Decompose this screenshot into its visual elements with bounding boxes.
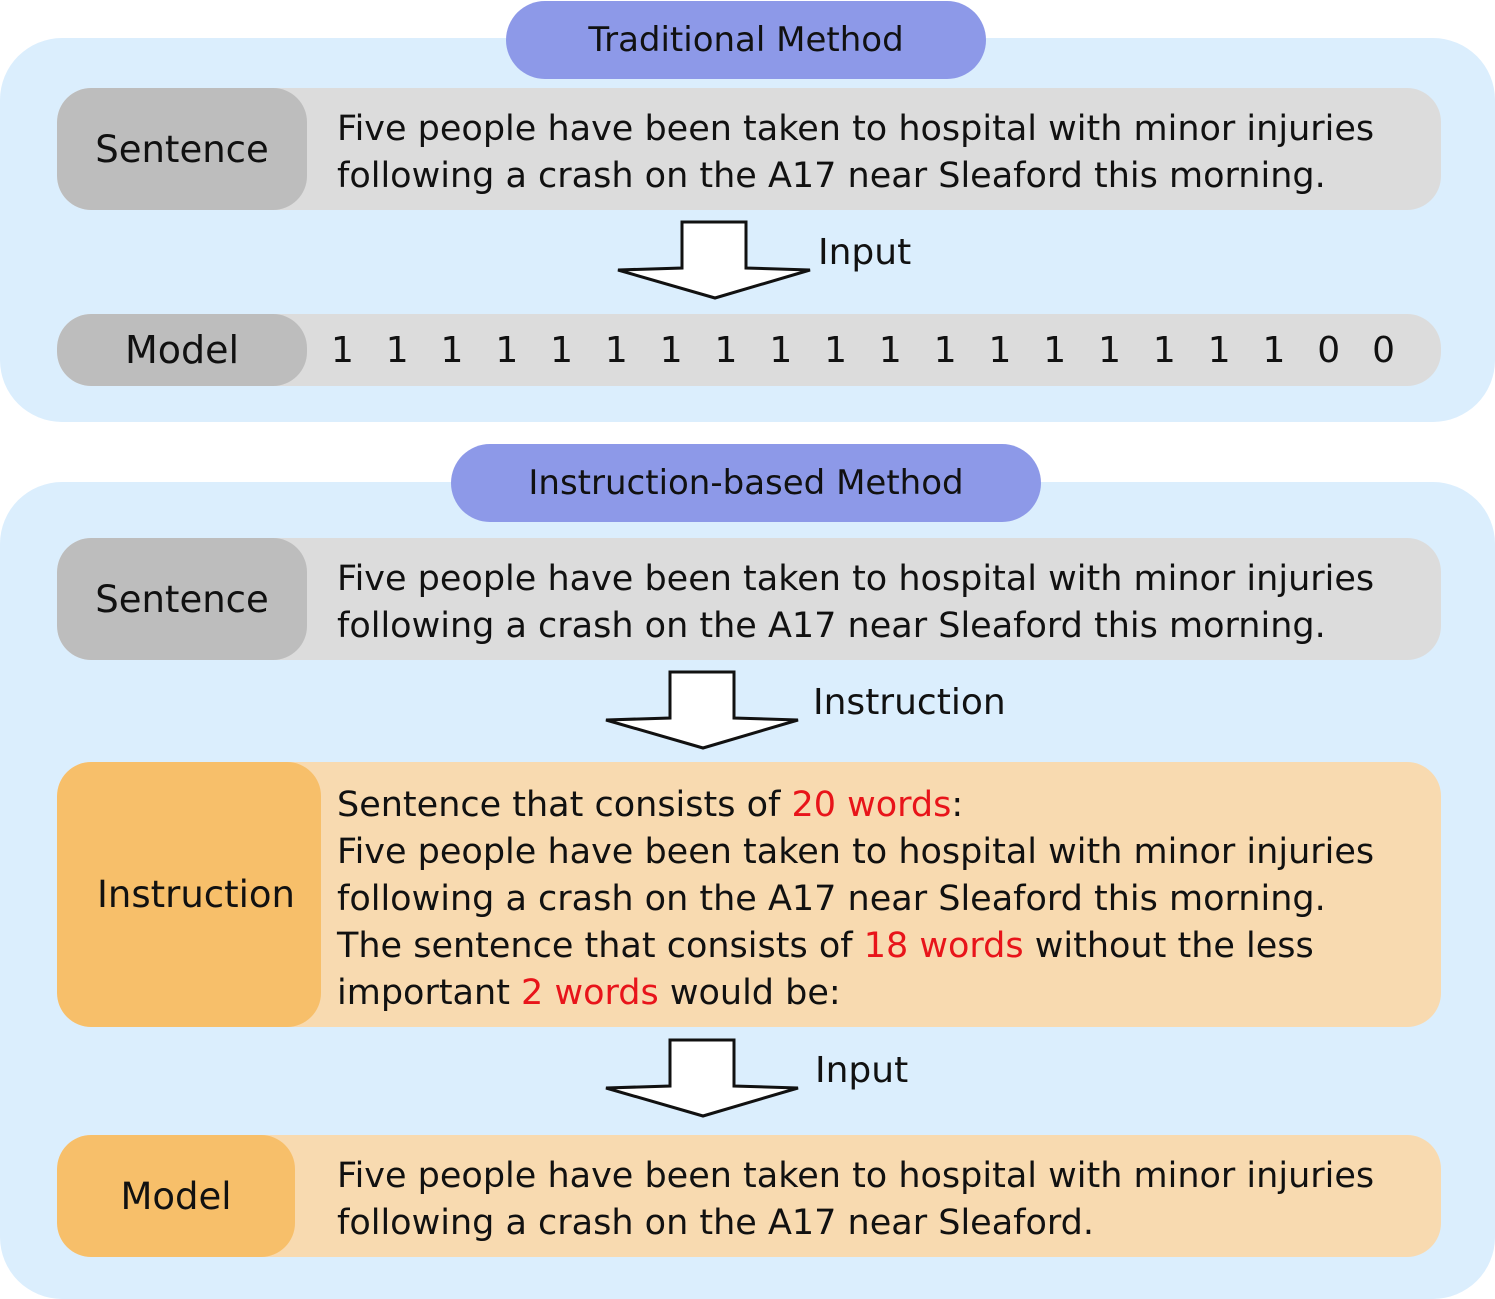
instruction-model-row: Model Five people have been taken to hos… (57, 1135, 1441, 1257)
instruction-prompt-row: Instruction Sentence that consists of 20… (57, 762, 1441, 1027)
bit-label: 1 (878, 329, 902, 371)
bit-label: 1 (769, 329, 793, 371)
model-tag: Model (57, 314, 307, 386)
instruction-sentence-row: Sentence Five people have been taken to … (57, 538, 1441, 660)
bit-label: 1 (440, 329, 464, 371)
bit-label: 1 (659, 329, 683, 371)
removed-word-count: 2 words (521, 973, 659, 1013)
sentence-text: Five people have been taken to hospital … (337, 559, 1375, 646)
bit-label: 1 (604, 329, 628, 371)
instruction-tag: Instruction (57, 762, 321, 1027)
bit-label: 1 (714, 329, 738, 371)
source-word-count: 20 words (791, 785, 952, 825)
traditional-sentence-row: Sentence Five people have been taken to … (57, 88, 1441, 210)
instruction-method-title: Instruction-based Method (451, 444, 1041, 522)
bit-label: 1 (824, 329, 848, 371)
traditional-method-title: Traditional Method (506, 1, 986, 79)
input-arrow-label: Input (815, 1050, 909, 1091)
bit-label: 0 (1372, 329, 1395, 371)
bit-label: 1 (1207, 329, 1231, 371)
bit-label: 1 (988, 329, 1012, 371)
bit-label: 1 (1262, 329, 1286, 371)
down-arrow-icon (605, 670, 799, 750)
bit-label: 1 (933, 329, 957, 371)
input-arrow-label: Input (818, 232, 912, 273)
bit-label: 1 (1043, 329, 1067, 371)
compressed-output-text: Five people have been taken to hospital … (337, 1156, 1375, 1243)
bit-label: 1 (1152, 329, 1176, 371)
bit-label: 1 (1098, 329, 1121, 371)
sentence-tag: Sentence (57, 88, 307, 210)
bit-label: 1 (385, 329, 409, 371)
traditional-model-row: Model 1 1 1 1 1 1 1 1 1 1 1 1 1 1 1 1 1 … (57, 314, 1441, 386)
sentence-text: Five people have been taken to hospital … (337, 109, 1375, 196)
instruction-text: Sentence that consists of 20 words: Five… (337, 785, 1375, 1013)
bit-label: 1 (495, 329, 519, 371)
model-tag: Model (57, 1135, 295, 1257)
sentence-tag: Sentence (57, 538, 307, 660)
bit-label: 0 (1317, 329, 1341, 371)
instruction-arrow-label: Instruction (813, 682, 1006, 723)
down-arrow-icon (605, 1038, 799, 1118)
bit-label: 1 (330, 329, 354, 371)
target-word-count: 18 words (863, 926, 1024, 966)
bit-label: 1 (550, 329, 574, 371)
down-arrow-icon (617, 220, 811, 300)
binary-label-sequence: 1 1 1 1 1 1 1 1 1 1 1 1 1 1 1 1 1 1 0 0 (315, 314, 1411, 386)
